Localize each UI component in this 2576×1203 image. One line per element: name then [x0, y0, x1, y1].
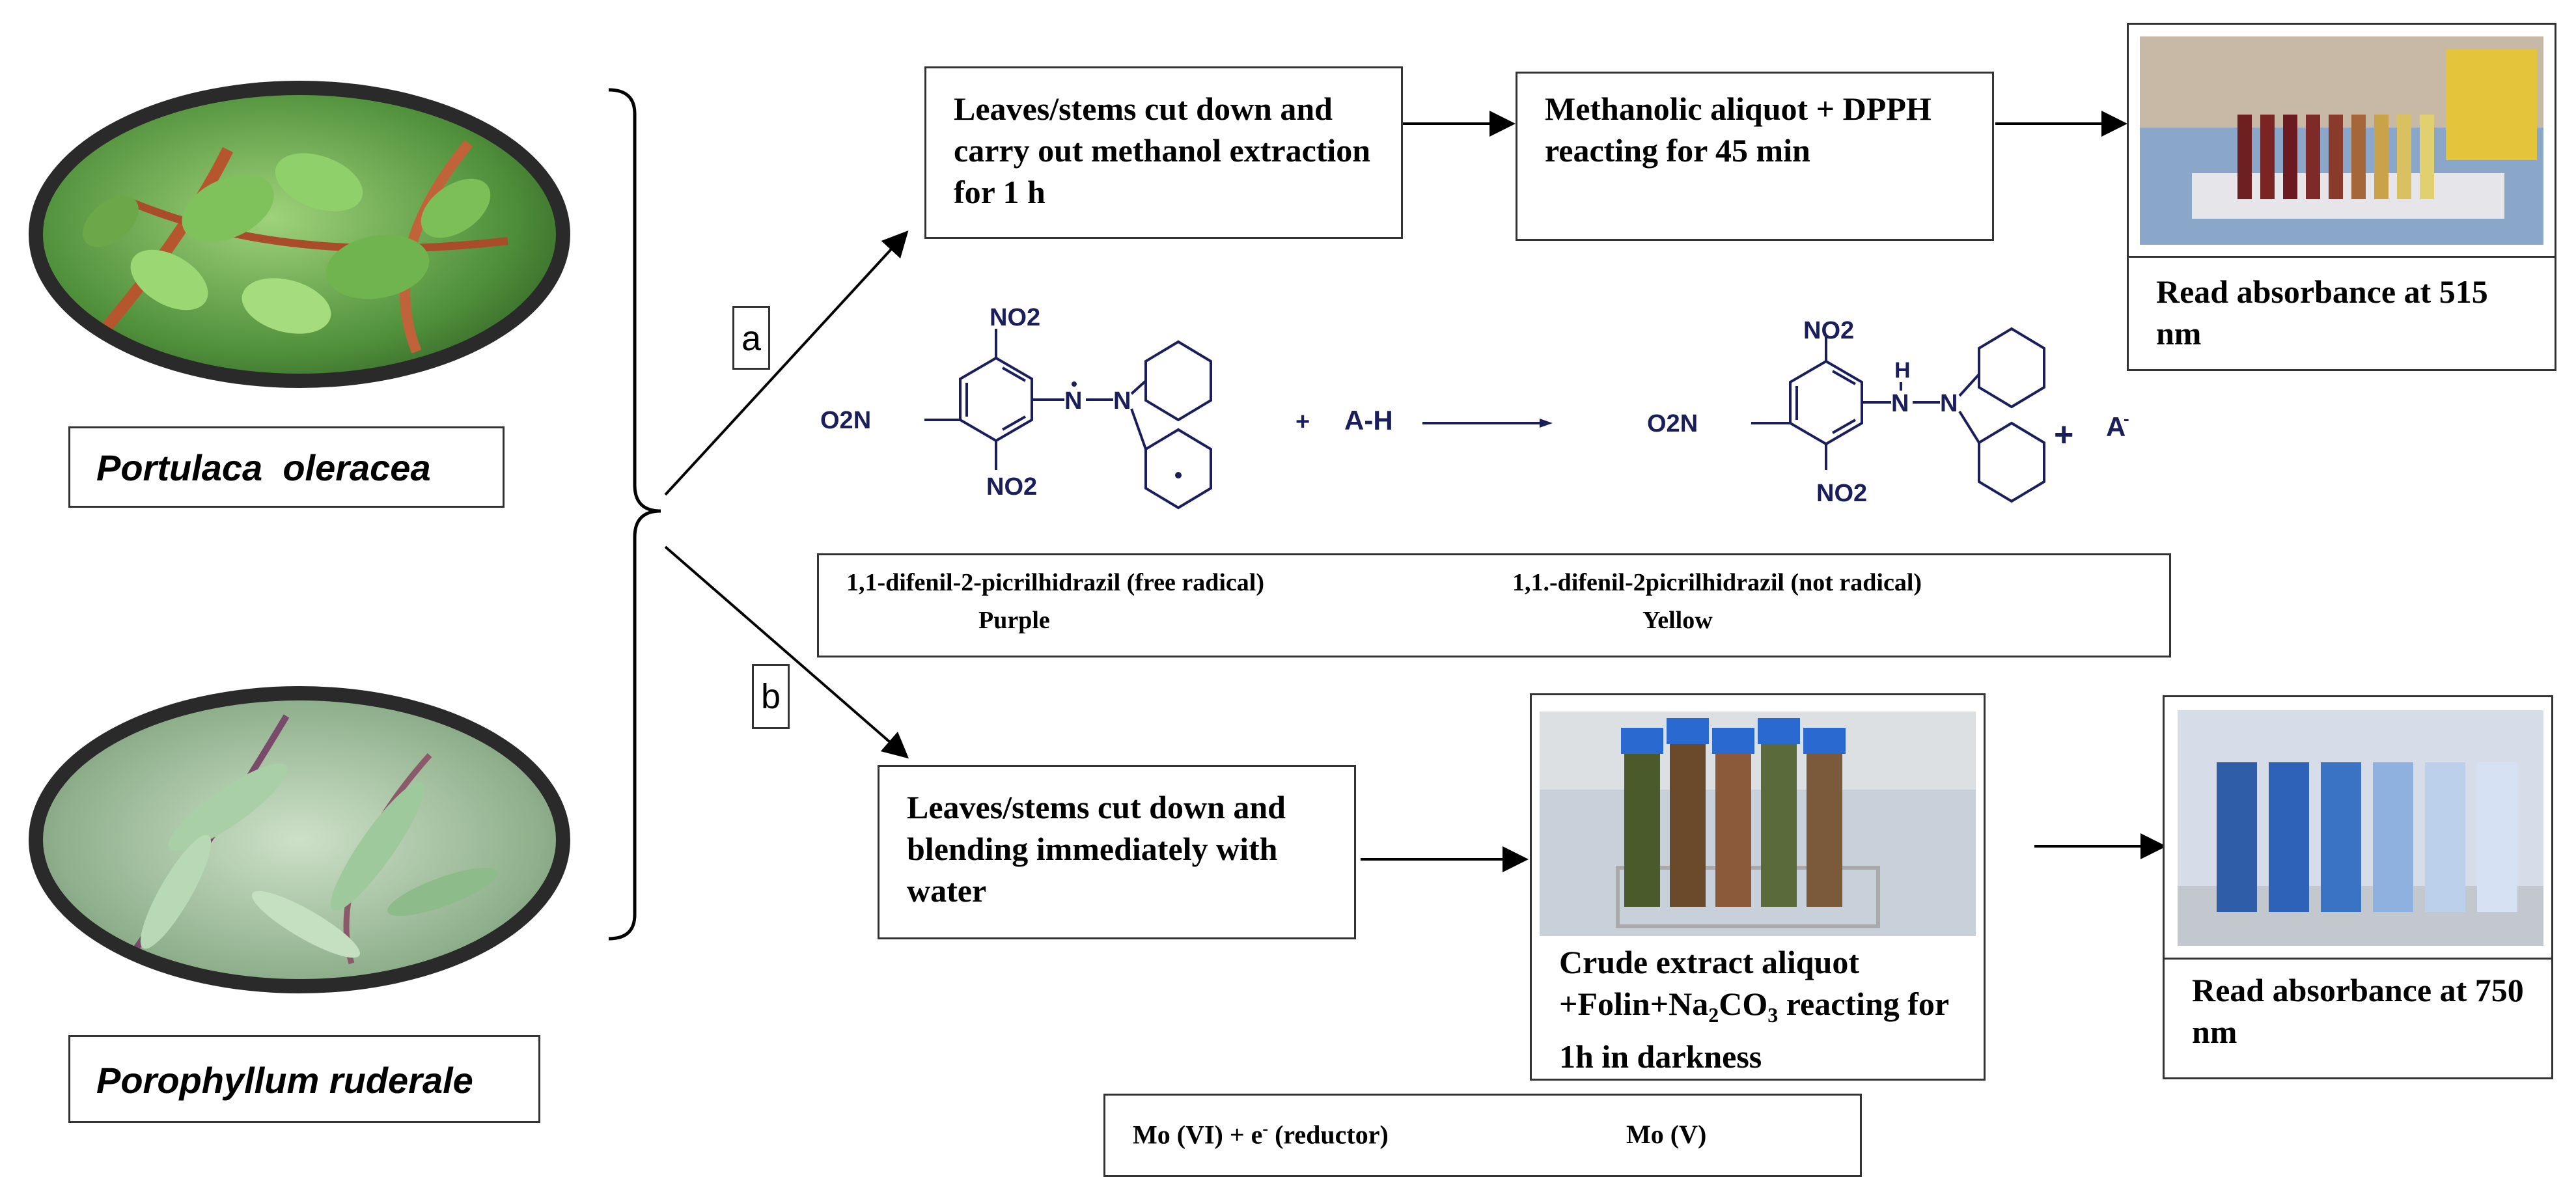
plus-2: +: [2054, 416, 2073, 454]
dpph-tubes: [2237, 115, 2434, 199]
folin-tubes-photo: [1540, 712, 1976, 936]
path-b-step2-text: Crude extract aliquot +Folin+Na2CO3 reac…: [1559, 944, 1949, 1075]
branch-b-arrow: [664, 546, 909, 759]
path-a-result-box: Read absorbance at 515 nm: [2127, 23, 2556, 371]
o2n-right: O2N: [1647, 410, 1698, 437]
branch-a-box: a: [732, 306, 770, 370]
branch-a-arrow: [664, 230, 909, 496]
path-a-read-text: Read absorbance at 515 nm: [2156, 273, 2488, 352]
portulaca-label: Portulaca oleracea: [96, 447, 431, 488]
nh-hydrogen: H: [1894, 358, 1911, 383]
portulaca-photo: [29, 81, 570, 388]
svg-text:N: N: [1940, 390, 1958, 417]
mo-reaction-left: Mo (VI) + e- (reductor): [1133, 1119, 1389, 1150]
path-a-step2-box: Methanolic aliquot + DPPH reacting for 4…: [1516, 72, 1994, 241]
svg-text:N: N: [1064, 387, 1082, 415]
no2-bottom-right: NO2: [1816, 480, 1867, 507]
dpph-reaction-scheme: NO2 O2N NO2 N N + A-H NO2 O2N NO2 N H: [820, 304, 2129, 510]
dpph-right-color: Yellow: [1642, 607, 1713, 634]
path-b-step2-box: Crude extract aliquot +Folin+Na2CO3 reac…: [1530, 693, 1986, 1081]
path-a-step1-text: Leaves/stems cut down and carry out meth…: [954, 90, 1371, 210]
portulaca-label-box: Portulaca oleracea: [68, 426, 505, 508]
no2-bottom-left: NO2: [986, 473, 1037, 501]
path-b-step1-text: Leaves/stems cut down and blending immed…: [907, 789, 1286, 909]
no2-top-right: NO2: [1803, 317, 1854, 344]
dpph-right-name: 1,1.-difenil-2picrilhidrazil (not radica…: [1512, 569, 1922, 596]
svg-text:N: N: [1891, 390, 1909, 417]
porophyllum-photo: [29, 686, 570, 993]
dpph-plate-photo: [2140, 36, 2543, 245]
branch-a-letter: a: [741, 319, 762, 358]
branch-b-box: b: [752, 664, 790, 729]
path-b-step1-box: Leaves/stems cut down and blending immed…: [878, 765, 1356, 939]
mo-reaction-box: Mo (VI) + e- (reductor) Mo (V): [1103, 1094, 1862, 1177]
folin-tubes: [1621, 718, 1846, 907]
dpph-names-box: 1,1-difenil-2-picrilhidrazil (free radic…: [817, 553, 2171, 657]
path-a-step1-box: Leaves/stems cut down and carry out meth…: [924, 66, 1403, 239]
path-a-step2-text: Methanolic aliquot + DPPH reacting for 4…: [1545, 90, 1932, 169]
no2-top-left: NO2: [990, 304, 1040, 331]
folin-cuvettes-photo: [2178, 710, 2543, 946]
reagent-ah: A-H: [1344, 405, 1393, 436]
svg-text:-: -: [2124, 409, 2129, 428]
path-b-result-box: Read absorbance at 750 nm: [2163, 695, 2553, 1079]
svg-text:N: N: [1113, 387, 1131, 415]
porophyllum-label: Porophyllum ruderale: [96, 1060, 473, 1101]
porophyllum-label-box: Porophyllum ruderale: [68, 1035, 540, 1123]
plus-1: +: [1295, 408, 1310, 436]
folin-cuvettes: [2217, 762, 2517, 912]
dpph-left-color: Purple: [978, 607, 1050, 634]
o2n-left: O2N: [820, 407, 871, 434]
path-b-read-text: Read absorbance at 750 nm: [2192, 972, 2524, 1050]
product-a: A: [2106, 411, 2126, 442]
branch-b-letter: b: [760, 677, 781, 716]
mo-reaction-right: Mo (V): [1626, 1120, 1707, 1149]
grouping-brace: [608, 88, 661, 941]
dpph-left-name: 1,1-difenil-2-picrilhidrazil (free radic…: [846, 569, 1264, 596]
